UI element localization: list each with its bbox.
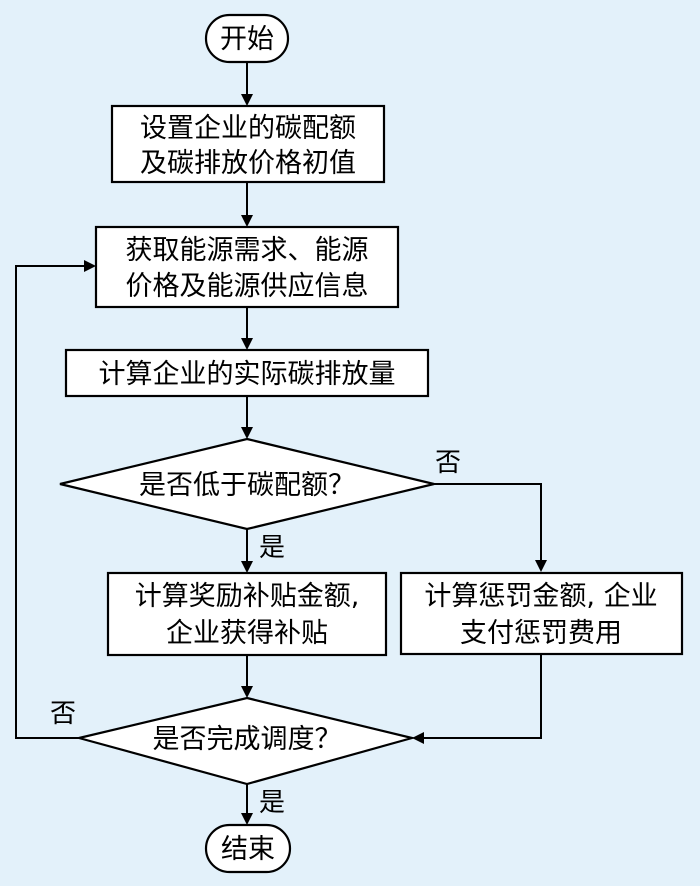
decision-quota-label: 是否低于碳配额？ xyxy=(139,470,355,501)
edge-decision-no-to-penalty xyxy=(434,483,542,562)
reward-label-line2: 企业获得补贴 xyxy=(166,618,328,649)
arrowhead xyxy=(412,732,424,744)
arrowhead xyxy=(241,427,253,439)
get-info-label-line1: 获取能源需求、能源 xyxy=(126,235,369,266)
decision-quota: 是否低于碳配额？ xyxy=(59,437,435,531)
edge-penalty-to-done xyxy=(422,654,542,739)
arrowhead xyxy=(84,260,96,272)
decision-quota-no-label: 否 xyxy=(435,448,461,478)
penalty-label-line1: 计算惩罚金额, 企业 xyxy=(424,581,657,612)
decision-quota-yes-label: 是 xyxy=(259,533,285,563)
arrowhead xyxy=(241,686,253,698)
decision-done: 是否完成调度？ xyxy=(78,696,417,786)
reward-label-line1: 计算奖励补贴金额, xyxy=(135,581,360,612)
init-label-line2: 及碳排放价格初值 xyxy=(140,148,356,179)
decision-done-no-label: 否 xyxy=(50,699,76,729)
penalty-process-box: 计算惩罚金额, 企业 支付惩罚费用 xyxy=(399,571,684,656)
reward-process-box: 计算奖励补贴金额, 企业获得补贴 xyxy=(106,571,388,657)
arrowhead xyxy=(241,813,253,825)
arrowhead xyxy=(535,560,547,572)
penalty-label-line2: 支付惩罚费用 xyxy=(460,618,622,649)
init-label-line1: 设置企业的碳配额 xyxy=(140,113,356,144)
calc-emission-label: 计算企业的实际碳排放量 xyxy=(99,359,396,390)
end-label: 结束 xyxy=(221,834,275,865)
start-label: 开始 xyxy=(220,24,274,55)
end-node: 结束 xyxy=(204,823,292,874)
arrowhead xyxy=(241,338,253,350)
init-process-box: 设置企业的碳配额 及碳排放价格初值 xyxy=(110,104,386,184)
calc-emission-process-box: 计算企业的实际碳排放量 xyxy=(64,348,430,398)
get-info-label-line2: 价格及能源供应信息 xyxy=(126,271,369,302)
decision-done-yes-label: 是 xyxy=(259,788,285,818)
decision-done-label: 是否完成调度？ xyxy=(153,724,342,755)
edges xyxy=(15,62,547,825)
get-info-process-box: 获取能源需求、能源 价格及能源供应信息 xyxy=(94,225,400,309)
arrowhead xyxy=(241,561,253,573)
start-node: 开始 xyxy=(204,13,290,64)
edge-done-no-loop xyxy=(15,265,85,739)
arrowhead xyxy=(241,215,253,227)
arrowhead xyxy=(241,94,253,106)
